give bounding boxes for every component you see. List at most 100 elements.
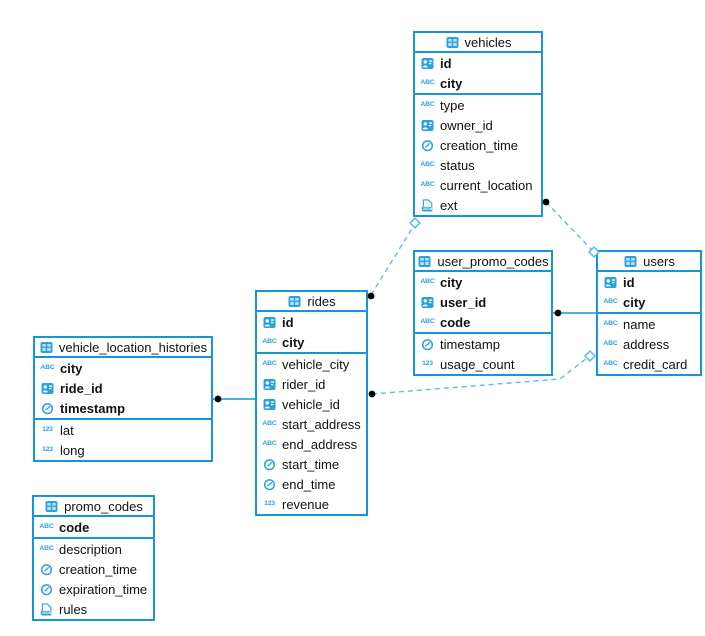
primary-key-section: ABC city user_id ABC code [415,272,551,334]
field-row: ABC status [415,155,541,175]
clock-type-icon [39,562,54,576]
table-promo_codes[interactable]: promo_codes ABC code ABC description cre… [32,495,155,621]
table-icon [623,254,638,268]
string-type-icon: ABC [420,277,435,285]
table-header: promo_codes [34,497,153,517]
string-type-icon: ABC [39,544,54,552]
fields-section: ABC vehicle_city rider_id vehicle_id ABC… [257,354,366,514]
table-rides[interactable]: rides id ABC city ABC vehicle_city rider… [255,290,368,516]
field-row: ABC address [598,334,700,354]
relation-endpoint-dot [368,390,376,398]
primary-key-field-row: user_id [415,292,551,312]
primary-key-field-row: ABC city [257,332,366,352]
table-icon [44,499,59,513]
string-type-icon: ABC [262,337,277,345]
field-row: creation_time [34,559,153,579]
fields-section: ABC name ABC address ABC credit_card [598,314,700,374]
field-name: city [623,294,646,310]
field-name: rider_id [282,376,326,392]
string-type-icon: ABC [420,160,435,168]
field-row: rider_id [257,374,366,394]
field-name: start_time [282,456,340,472]
clock-type-icon [420,337,435,351]
field-row: JSON ext [415,195,541,215]
table-header: users [598,252,700,272]
field-row: ABC type [415,95,541,115]
field-row: start_time [257,454,366,474]
field-row: ABC end_address [257,434,366,454]
string-type-icon: ABC [603,339,618,347]
table-vehicle_location_histories[interactable]: vehicle_location_histories ABC city ride… [33,336,213,462]
fields-section: 123 lat 123 long [35,420,211,460]
table-name: rides [307,293,336,309]
field-row: ABC vehicle_city [257,354,366,374]
table-name: user_promo_codes [437,253,549,269]
relation-endpoint-dot [542,198,550,206]
table-user_promo_codes[interactable]: user_promo_codes ABC city user_id ABC co… [413,250,553,376]
table-name: users [643,253,675,269]
number-type-icon: 123 [42,425,53,433]
primary-key-section: id ABC city [415,53,541,95]
field-name: owner_id [440,117,493,133]
field-row: ABC credit_card [598,354,700,374]
string-type-icon: ABC [40,363,55,371]
table-users[interactable]: users id ABC city ABC name ABC address A… [596,250,702,376]
field-row: ABC name [598,314,700,334]
primary-key-field-row: timestamp [35,398,211,418]
field-name: credit_card [623,356,688,372]
id-badge-icon [603,275,618,289]
field-name: end_time [282,476,336,492]
field-row: expiration_time [34,579,153,599]
field-name: rules [59,601,88,617]
json-type-icon: JSON [39,602,54,616]
string-type-icon: ABC [262,359,277,367]
field-name: name [623,316,656,332]
clock-type-icon [40,401,55,415]
relation-line-vehicles-to-users [545,201,592,250]
string-type-icon: ABC [39,522,54,530]
table-icon [287,294,302,308]
primary-key-field-row: ABC code [34,517,153,537]
field-name: city [60,360,83,376]
field-row: vehicle_id [257,394,366,414]
field-name: description [59,541,122,557]
field-row: JSON rules [34,599,153,619]
field-name: expiration_time [59,581,148,597]
table-vehicles[interactable]: vehicles id ABC city ABC type owner_id [413,31,543,217]
clock-type-icon [39,582,54,596]
table-icon [39,340,54,354]
relation-endpoint-diamond [408,216,422,230]
table-name: vehicles [464,34,512,50]
string-type-icon: ABC [603,319,618,327]
primary-key-section: ABC city ride_id timestamp [35,358,211,420]
primary-key-section: id ABC city [598,272,700,314]
table-header: vehicles [415,33,541,53]
field-name: vehicle_id [282,396,340,412]
field-name: code [59,519,90,535]
relation-line-rides-to-vehicles [370,226,414,296]
fields-section: ABC description creation_time expiration… [34,539,153,619]
field-name: code [440,314,471,330]
fields-section: ABC type owner_id creation_time ABC stat… [415,95,541,215]
table-header: rides [257,292,366,312]
field-name: user_id [440,294,487,310]
table-header: user_promo_codes [415,252,551,272]
field-name: id [440,55,452,71]
clock-type-icon [262,457,277,471]
table-icon [417,254,432,268]
svg-text:JSON: JSON [42,611,52,615]
number-type-icon: 123 [42,445,53,453]
field-name: usage_count [440,356,515,372]
field-row: 123 revenue [257,494,366,514]
field-name: current_location [440,177,533,193]
clock-type-icon [262,477,277,491]
id-badge-icon [262,315,277,329]
primary-key-field-row: ABC city [35,358,211,378]
primary-key-field-row: id [598,272,700,292]
field-name: address [623,336,670,352]
field-row: 123 lat [35,420,211,440]
field-name: city [282,334,305,350]
field-name: vehicle_city [282,356,350,372]
relation-endpoint-diamond [583,349,597,363]
